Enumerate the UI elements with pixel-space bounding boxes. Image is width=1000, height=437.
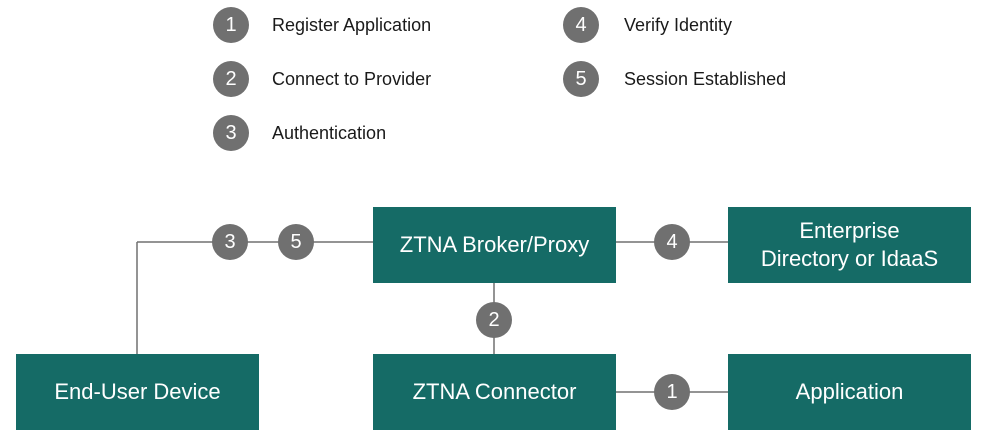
legend-label-authentication: Authentication — [272, 123, 387, 143]
legend-label-register-application: Register Application — [272, 15, 432, 35]
edge-badge-device-broker-3: 3 — [212, 224, 248, 260]
edge-badge-broker-connector-2: 2 — [476, 302, 512, 338]
legend-badge-3: 3 — [213, 115, 249, 151]
legend-label-session-established: Session Established — [624, 69, 787, 89]
node-enterprise-directory-label-line2: Directory or IdaaS — [760, 246, 939, 271]
node-ztna-broker-proxy-label: ZTNA Broker/Proxy — [399, 232, 590, 257]
legend-badge-5: 5 — [563, 61, 599, 97]
legend-badge-4: 4 — [563, 7, 599, 43]
legend-badge-2: 2 — [213, 61, 249, 97]
node-application: Application — [728, 354, 971, 430]
node-ztna-connector-label: ZTNA Connector — [412, 379, 577, 404]
node-ztna-broker-proxy: ZTNA Broker/Proxy — [373, 207, 616, 283]
legend-label-connect-to-provider: Connect to Provider — [272, 69, 432, 89]
node-end-user-device-label: End-User Device — [54, 379, 221, 404]
legend-label-verify-identity: Verify Identity — [624, 15, 733, 35]
node-application-label: Application — [795, 379, 904, 404]
edge-badge-broker-directory-4: 4 — [654, 224, 690, 260]
node-ztna-connector: ZTNA Connector — [373, 354, 616, 430]
edge-badge-connector-application-1: 1 — [654, 374, 690, 410]
legend-badge-1: 1 — [213, 7, 249, 43]
node-enterprise-directory-label-line1: Enterprise — [799, 218, 900, 243]
edge-badge-device-broker-5: 5 — [278, 224, 314, 260]
node-enterprise-directory: Enterprise Directory or IdaaS — [728, 207, 971, 283]
node-end-user-device: End-User Device — [16, 354, 259, 430]
